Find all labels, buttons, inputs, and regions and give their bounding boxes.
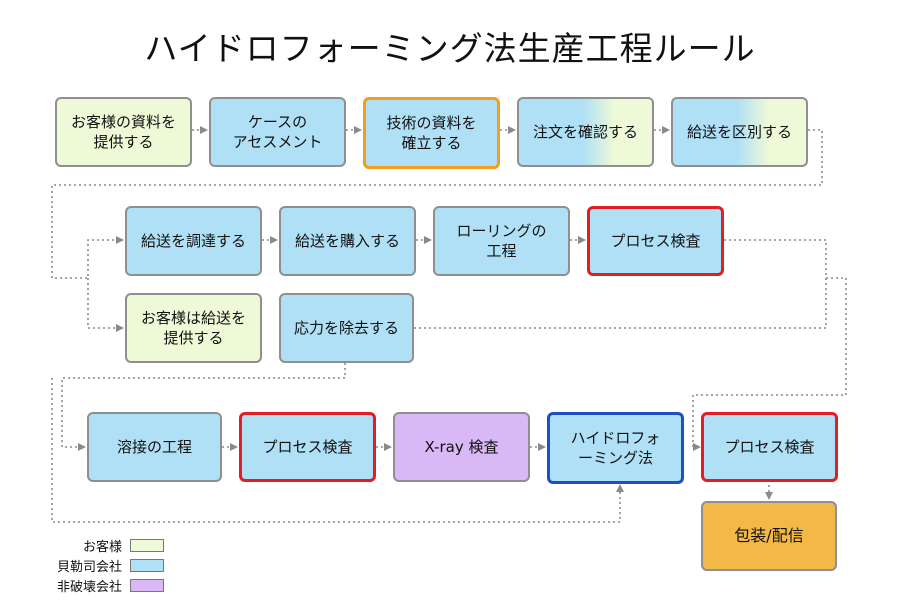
step-hydroforming: ハイドロフォ ーミング法: [547, 412, 684, 484]
step-customer-supplies-feedstock: お客様は給送を 提供する: [125, 293, 262, 363]
step-classify-feedstock: 給送を区別する: [671, 97, 808, 167]
step-process-inspection-3: プロセス検査: [701, 412, 838, 482]
step-stress-relief: 応力を除去する: [279, 293, 414, 363]
legend-label-company: 貝勒司会社: [56, 560, 122, 575]
step-process-inspection-1: プロセス検査: [587, 206, 724, 276]
legend-swatch-customer: [130, 539, 164, 552]
step-packaging-delivery: 包装/配信: [701, 501, 837, 571]
step-confirm-order: 注文を確認する: [517, 97, 654, 167]
step-purchase-feedstock: 給送を購入する: [279, 206, 416, 276]
connector-s9-s11: [414, 239, 827, 329]
connector-feedback-s15: [51, 378, 624, 523]
legend-label-ndt: 非破壊会社: [56, 580, 122, 595]
step-welding-process: 溶接の工程: [87, 412, 222, 482]
diagram-title: ハイドロフォーミング法生産工程ルール: [144, 29, 756, 68]
connector-s11-s12: [61, 363, 346, 451]
legend-swatch-ndt: [130, 579, 164, 592]
connector-s9-s16: [692, 277, 847, 451]
step-process-inspection-2: プロセス検査: [239, 412, 376, 482]
step-customer-provide-documents: お客様の資料を 提供する: [55, 97, 192, 167]
legend-swatch-company: [130, 559, 164, 572]
step-procure-feedstock: 給送を調達する: [125, 206, 262, 276]
step-xray-inspection: X-ray 検査: [393, 412, 530, 482]
step-rolling-process: ローリングの 工程: [433, 206, 570, 276]
legend-ndt: 非破壊会社: [50, 576, 164, 595]
step-establish-technical-documents: 技術の資料を 確立する: [363, 97, 500, 169]
legend-company: 貝勒司会社: [50, 556, 164, 575]
legend-customer: お客様: [50, 536, 164, 555]
legend-label-customer: お客様: [82, 540, 122, 555]
connector-s5-s6: [51, 129, 823, 279]
step-case-assessment: ケースの アセスメント: [209, 97, 346, 167]
